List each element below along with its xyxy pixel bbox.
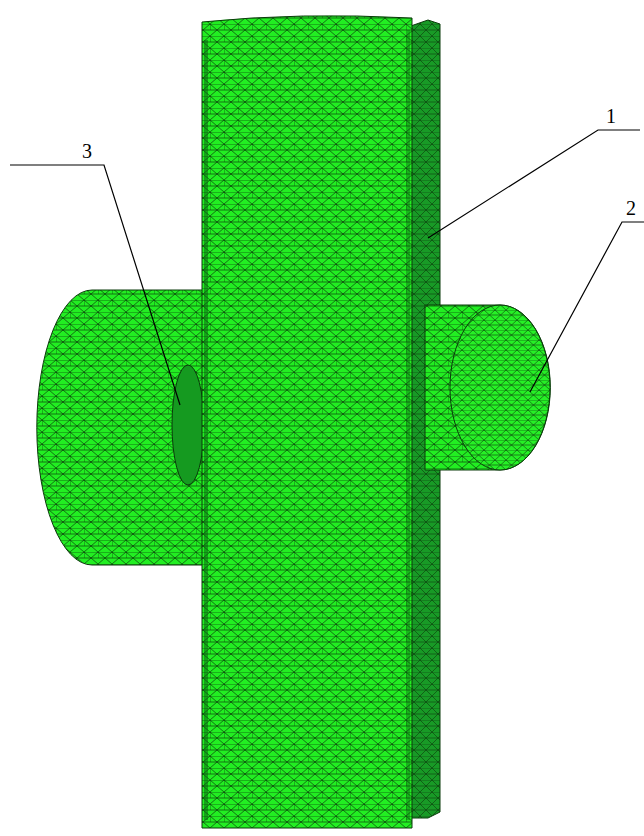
right-disc xyxy=(425,305,550,470)
callout-number: 3 xyxy=(82,141,92,161)
disc-inner-face xyxy=(172,365,204,485)
disc-face xyxy=(450,305,550,470)
leader-line xyxy=(428,130,640,238)
callout-number: 2 xyxy=(626,198,636,218)
cylinder-shade xyxy=(406,30,410,820)
leader-line xyxy=(530,222,644,392)
cylinder-shade xyxy=(204,40,208,820)
left-disc xyxy=(37,290,205,565)
leader-line xyxy=(10,165,180,405)
callout-number: 1 xyxy=(606,106,616,126)
main-cylinder xyxy=(202,16,412,828)
